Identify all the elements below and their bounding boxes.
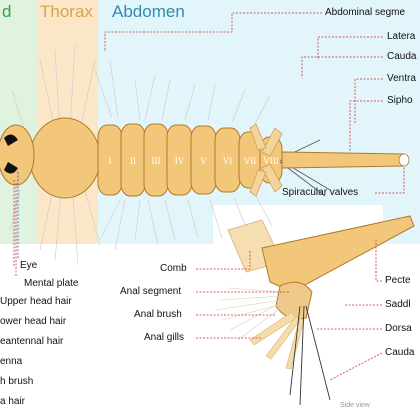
- label-saddle: Saddl: [385, 299, 411, 310]
- label-antenna: enna: [0, 356, 23, 367]
- abdominal-segment-label: II: [130, 156, 136, 166]
- label-eye: Eye: [20, 260, 38, 271]
- caudal-gills: [249, 123, 283, 197]
- label-anal-gills: Anal gills: [144, 332, 185, 343]
- abdominal-segment-label: VI: [223, 156, 233, 166]
- head-shape: [0, 124, 35, 186]
- label-pecten: Pecte: [385, 275, 411, 286]
- label-mental-plate: Mental plate: [24, 278, 79, 289]
- abdominal-segment-label: VIII: [263, 156, 279, 166]
- leader-lines: [13, 12, 405, 381]
- label-dorsal: Dorsa: [385, 323, 412, 334]
- label-lateral: Latera: [387, 31, 416, 42]
- label-caudal: Cauda: [387, 51, 417, 62]
- label-ventral: Ventra: [387, 73, 416, 84]
- thorax-region-title: Thorax: [40, 2, 93, 21]
- eye-upper-icon: [4, 134, 18, 146]
- label-side-view: Side view: [340, 402, 370, 409]
- abdomen-region-title: Abdomen: [112, 2, 185, 21]
- label-siphon: Sipho: [387, 95, 413, 106]
- label-comb: Comb: [160, 263, 187, 274]
- side-view-drawing: [214, 215, 415, 406]
- abdominal-segment-label: III: [152, 156, 161, 166]
- siphon-tip: [398, 153, 410, 167]
- label-anal-brush: Anal brush: [134, 309, 182, 320]
- label-lower-head-hair: ower head hair: [0, 316, 67, 327]
- abdominal-segment-label: VII: [244, 156, 257, 166]
- label-antennal-hair: eantennal hair: [0, 336, 64, 347]
- eye-lower-icon: [4, 162, 18, 174]
- abdominal-segment-label: I: [109, 156, 112, 166]
- label-hair: a hair: [0, 396, 26, 407]
- label-caudal-2: Cauda: [385, 347, 415, 358]
- label-anal-segment: Anal segment: [120, 286, 182, 297]
- label-mouth-brush: h brush: [0, 376, 34, 387]
- label-upper-head-hair: Upper head hair: [0, 296, 72, 307]
- thorax-shape: [29, 117, 101, 199]
- abdominal-segment-label: IV: [175, 156, 185, 166]
- label-abdominal-segment: Abdominal segme: [325, 7, 406, 18]
- label-spiracular-valves: Spiracular valves: [282, 187, 359, 198]
- abdomen-region-bg: [98, 0, 420, 244]
- siphon-shape: [281, 151, 409, 169]
- head-region-title: d: [2, 2, 12, 21]
- head-region-bg: [0, 0, 38, 244]
- abdominal-segment-label: V: [200, 156, 207, 166]
